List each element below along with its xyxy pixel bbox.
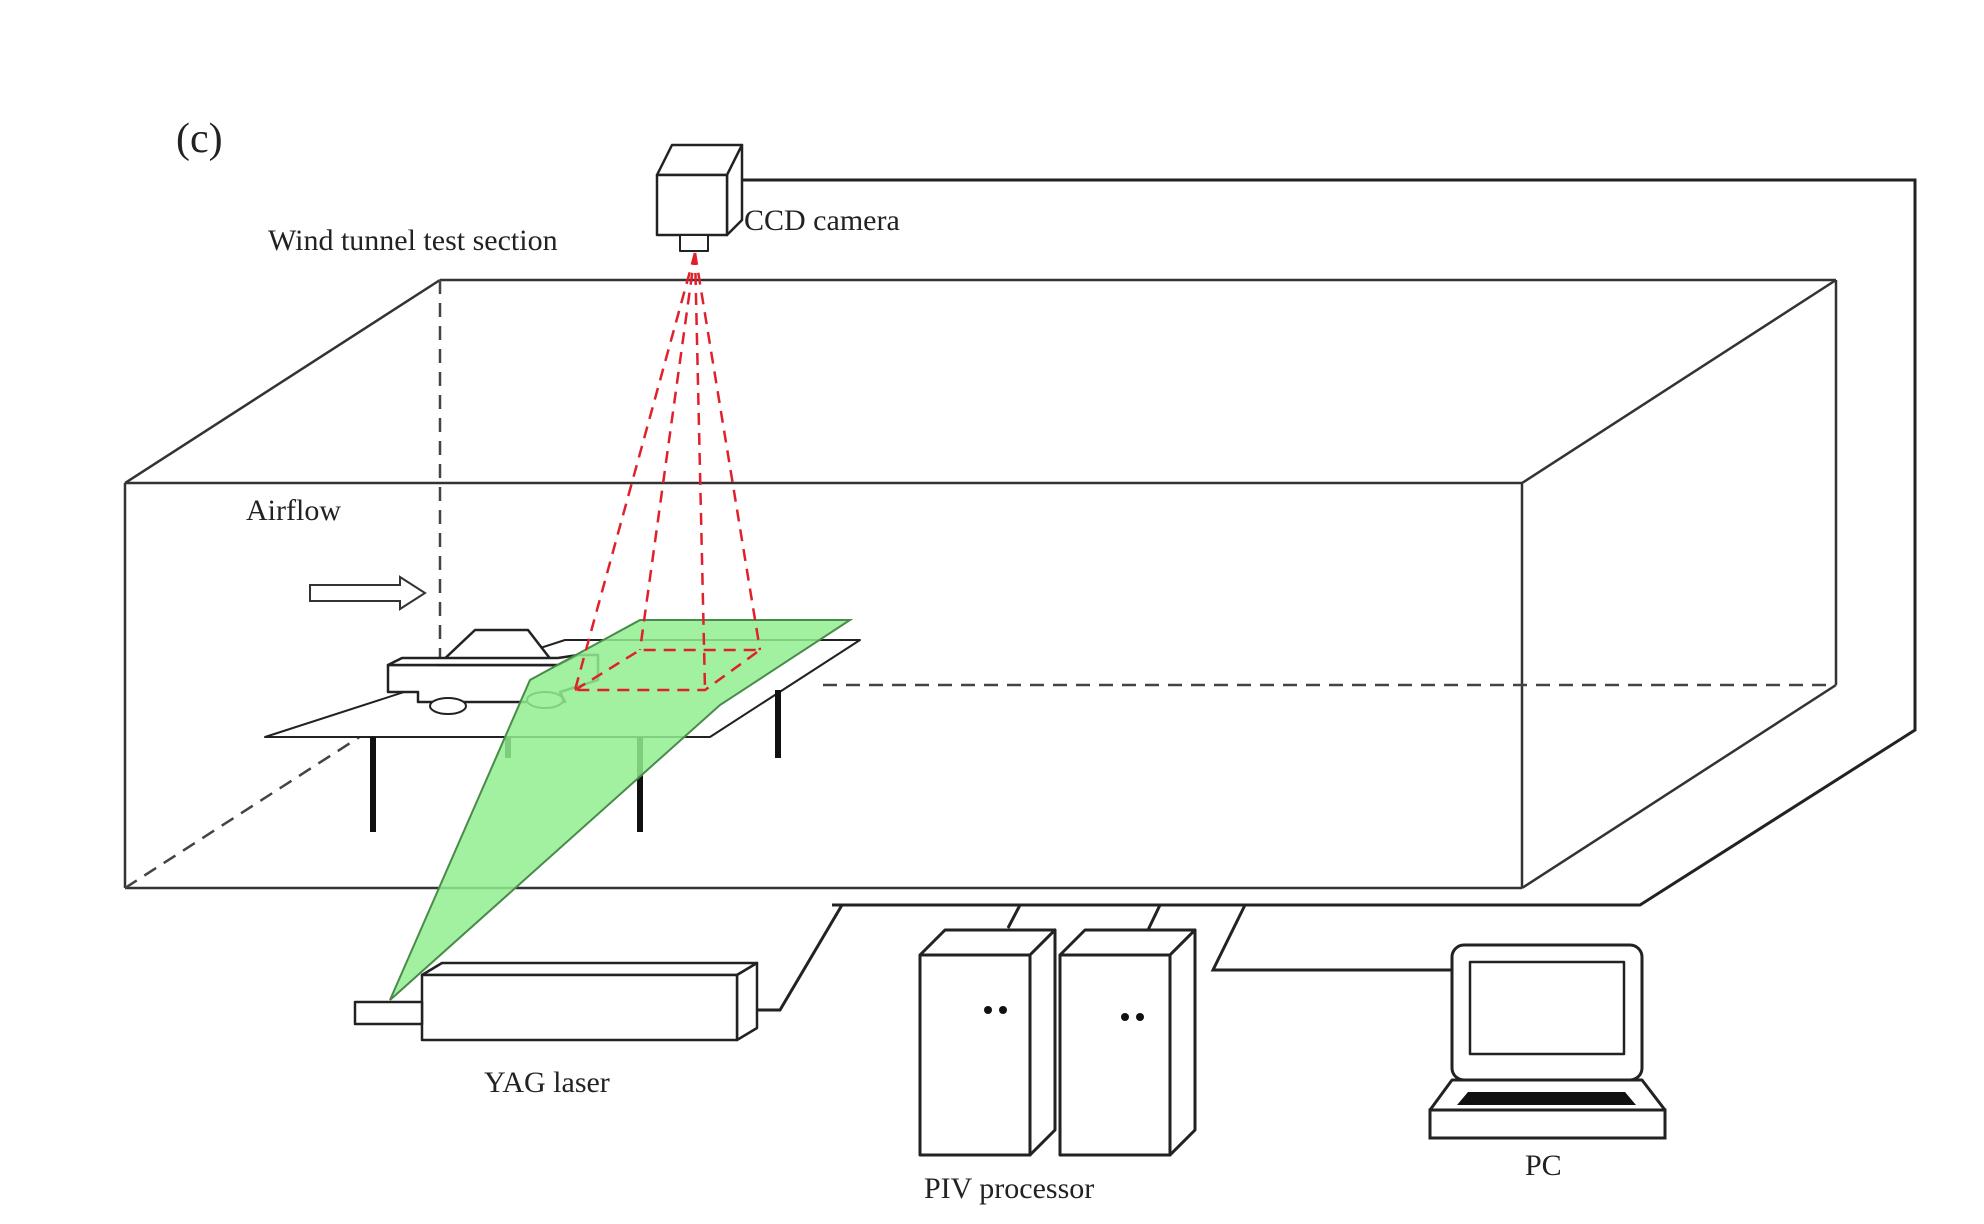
laser-cable	[755, 904, 844, 1012]
airflow-arrow-icon	[309, 575, 427, 611]
processor-label: PIV processor	[924, 1172, 1094, 1205]
pc-cable	[1210, 904, 1452, 972]
yag-laser-icon	[353, 961, 759, 1042]
wind-tunnel-box	[123, 278, 1838, 890]
panel-label: (c)	[176, 116, 223, 162]
ccd-camera-icon	[655, 143, 744, 252]
camera-cable	[740, 178, 1917, 907]
test-section-label: Wind tunnel test section	[268, 224, 558, 257]
airflow-label: Airflow	[246, 494, 341, 527]
laser-label: YAG laser	[484, 1066, 610, 1099]
laser-sheet	[389, 619, 854, 1001]
camera-field-of-view	[570, 252, 764, 692]
pc-laptop-icon	[1428, 943, 1667, 1140]
camera-label: CCD camera	[744, 204, 900, 237]
processor-connector-2	[1146, 904, 1162, 931]
piv-processor-icon	[918, 928, 1197, 1157]
processor-connector-1	[1006, 904, 1022, 929]
pc-label: PC	[1525, 1149, 1562, 1182]
